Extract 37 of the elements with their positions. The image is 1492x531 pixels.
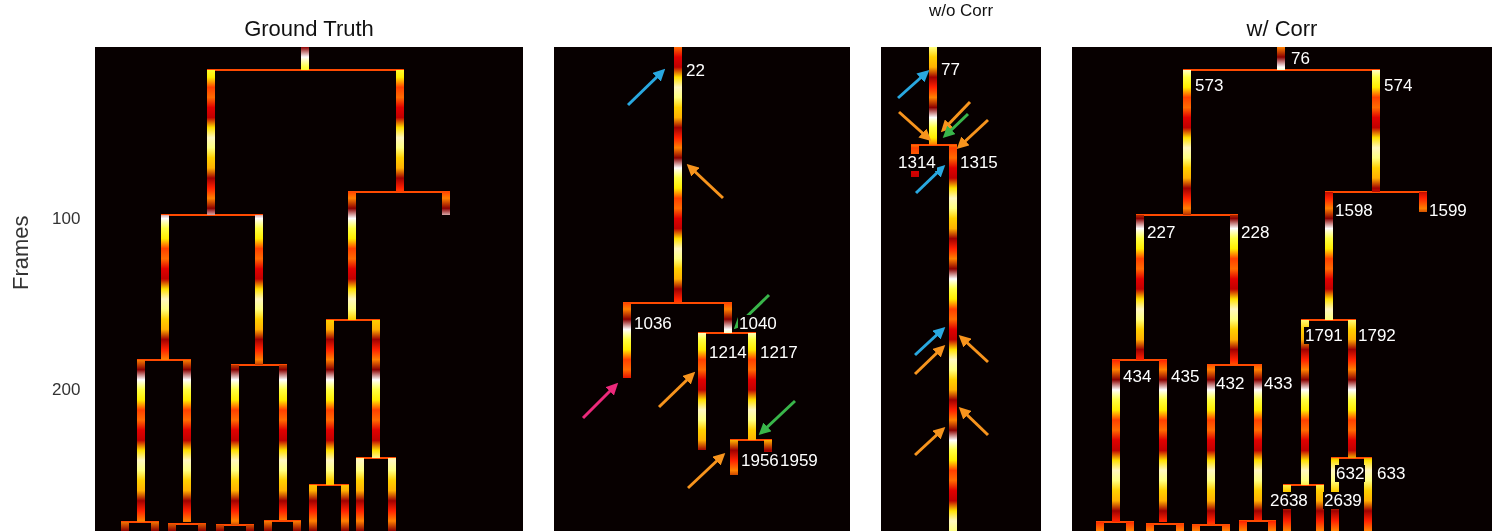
track-id-label: 1314 (897, 154, 937, 171)
track-id-label: 77 (940, 61, 961, 78)
panel-title: w/o Corr (928, 1, 994, 20)
tick-label: 200 (52, 381, 81, 398)
track-id-label: 1315 (959, 154, 999, 171)
track-id-label: 1217 (759, 344, 799, 361)
track-id-label: 435 (1170, 368, 1201, 385)
panel-title: w/ Corr (1246, 16, 1318, 41)
lineage-plot-panel (881, 47, 1041, 531)
track-id-label: 1792 (1357, 327, 1397, 344)
track-id-label: 1956 (740, 452, 780, 469)
track-id-label: 2639 (1323, 492, 1363, 509)
track-id-label: 573 (1194, 77, 1225, 94)
track-id-label: 1959 (779, 452, 819, 469)
lineage-plot-panel (554, 47, 850, 531)
track-id-label: 1214 (708, 344, 748, 361)
track-id-label: 432 (1215, 375, 1246, 392)
track-id-label: 632 (1335, 465, 1366, 482)
track-id-label: 1791 (1304, 327, 1344, 344)
track-id-label: 227 (1146, 224, 1177, 241)
track-id-label: 434 (1122, 368, 1153, 385)
axis-label: Frames (10, 215, 32, 290)
lineage-plot-panel (1072, 47, 1492, 531)
track-id-label: 2638 (1269, 492, 1309, 509)
track-id-label: 1036 (633, 315, 673, 332)
track-id-label: 228 (1240, 224, 1271, 241)
track-id-label: 22 (685, 62, 706, 79)
tick-label: 100 (52, 210, 81, 227)
lineage-plot-panel (95, 47, 523, 531)
track-id-label: 76 (1290, 50, 1311, 67)
track-id-label: 1599 (1428, 202, 1468, 219)
track-id-label: 1598 (1334, 202, 1374, 219)
track-id-label: 433 (1263, 375, 1294, 392)
panel-title: Ground Truth (244, 16, 374, 41)
track-id-label: 633 (1376, 465, 1407, 482)
track-id-label: 574 (1383, 77, 1414, 94)
track-id-label: 1040 (738, 315, 778, 332)
